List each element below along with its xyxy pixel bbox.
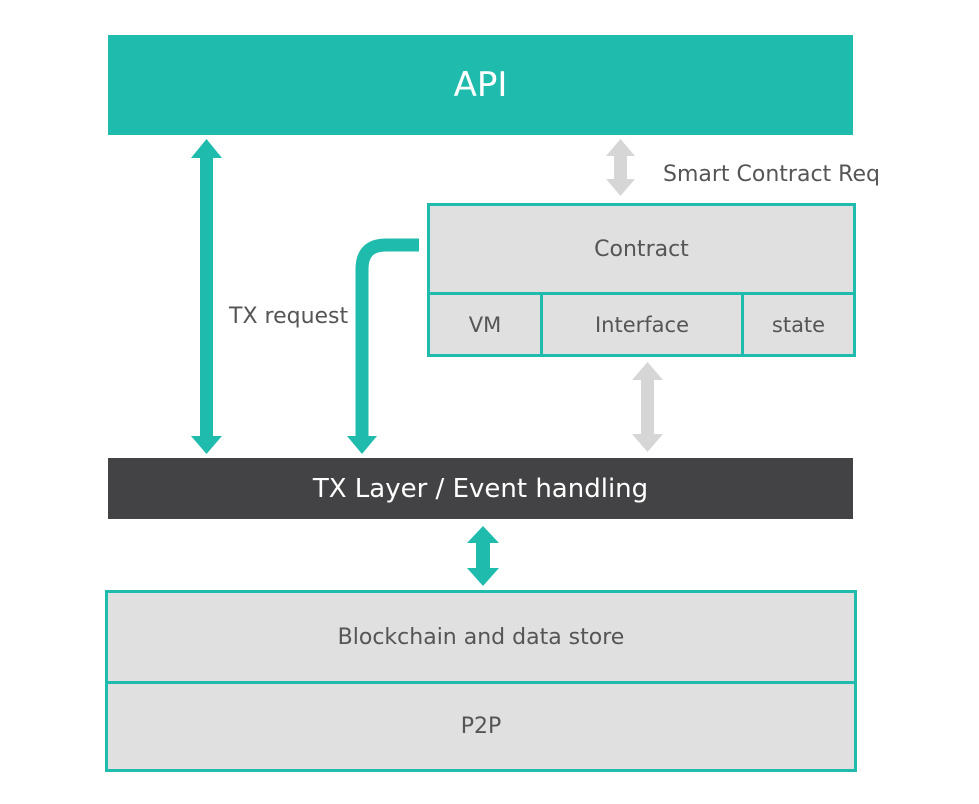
- tx-layer: TX Layer / Event handling: [108, 458, 853, 519]
- contract-cell-state: state: [744, 292, 853, 354]
- contract-cell-label: Interface: [594, 312, 690, 337]
- contract-tx-arrow: [632, 362, 663, 452]
- api-layer: API: [108, 35, 853, 135]
- contract-event-arrow: [347, 238, 419, 454]
- smart-contract-req-arrow: [606, 139, 635, 196]
- storage-panel: Blockchain and data store P2P: [105, 590, 857, 772]
- p2p-layer: P2P: [108, 681, 854, 769]
- smart-contract-req-label: Smart Contract Req: [663, 162, 880, 187]
- contract-cell-label: state: [771, 312, 826, 337]
- contract-cell-vm: VM: [430, 292, 543, 354]
- blockchain-store-label: Blockchain and data store: [337, 624, 625, 650]
- contract-title: Contract: [594, 236, 689, 262]
- contract-panel: Contract VM Interface state: [427, 203, 856, 357]
- contract-cell-interface: Interface: [543, 292, 744, 354]
- tx-layer-label: TX Layer / Event handling: [312, 473, 649, 504]
- tx-storage-arrow: [467, 526, 499, 586]
- contract-title-cell: Contract: [430, 206, 853, 292]
- p2p-label: P2P: [460, 714, 502, 739]
- blockchain-store-layer: Blockchain and data store: [108, 593, 854, 681]
- tx-request-arrow: [191, 139, 222, 454]
- api-label: API: [453, 65, 508, 105]
- tx-request-label: TX request: [229, 304, 349, 329]
- contract-cell-label: VM: [468, 312, 502, 337]
